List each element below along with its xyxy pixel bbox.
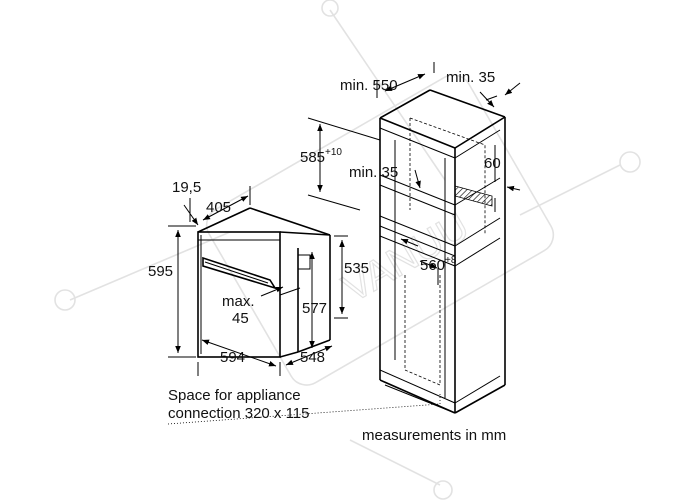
note-space-line1: Space for appliance <box>168 387 301 404</box>
label-oven-depth: 548 <box>300 349 325 366</box>
note-units: measurements in mm <box>362 427 506 444</box>
label-oven-height: 595 <box>148 263 173 280</box>
oven-dimension-lines <box>167 186 441 425</box>
label-vent-height: 60 <box>484 155 501 172</box>
label-oven-width: 594 <box>220 349 245 366</box>
label-cabinet-depth: min. 550 <box>340 77 398 94</box>
label-oven-inner-height: 535 <box>344 260 369 277</box>
labels: min. 550 min. 35 585+10 min. 35 60 560+8… <box>148 69 506 444</box>
label-front-depth: 405 <box>206 199 231 216</box>
label-oven-body-height: 577 <box>302 300 327 317</box>
label-oven-max: max. <box>222 293 255 310</box>
label-inner-gap: min. 35 <box>349 164 398 181</box>
oven-drawing <box>197 207 331 358</box>
cabinet-dimension-lines <box>307 62 521 285</box>
note-space-line2: connection 320 x 115 <box>168 405 310 422</box>
watermark-logo: VANUU <box>54 0 641 500</box>
label-niche-width: 560+8 <box>420 255 457 274</box>
label-oven-max-value: 45 <box>232 310 249 327</box>
label-niche-height: 585+10 <box>300 147 342 166</box>
cabinet-drawing <box>379 89 506 414</box>
label-cabinet-side: min. 35 <box>446 69 495 86</box>
label-front-offset: 19,5 <box>172 179 201 196</box>
